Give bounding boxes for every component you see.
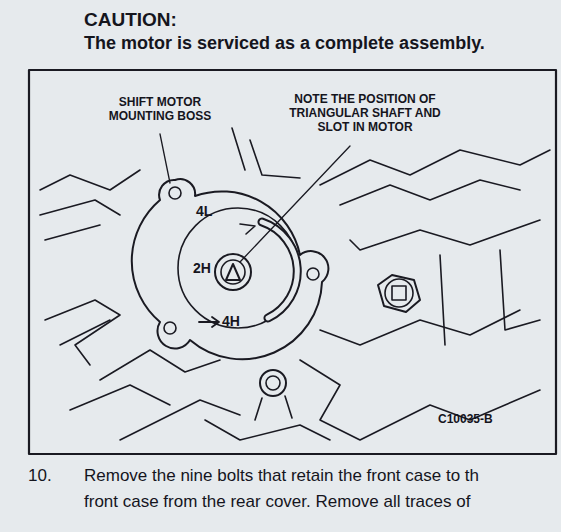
caution-heading: CAUTION: [84, 9, 177, 31]
position-mark: 4L [196, 203, 212, 219]
step-text: front case from the rear cover. Remove a… [84, 492, 470, 512]
figure-number: C10035-B [438, 412, 493, 426]
caution-text: The motor is serviced as a complete asse… [84, 33, 485, 54]
part-label: SHIFT MOTOR MOUNTING BOSS [100, 96, 220, 124]
leader-line [240, 146, 350, 262]
shift-motor-mounting-boss [132, 179, 329, 359]
drain-plug [378, 275, 420, 312]
note-label: NOTE THE POSITION OF TRIANGULAR SHAFT AN… [272, 93, 458, 134]
position-mark: 4H [222, 313, 240, 329]
position-mark: 2H [193, 260, 211, 276]
figure-frame [29, 70, 556, 454]
triangular-shaft [226, 264, 240, 280]
step-text: Remove the nine bolts that retain the fr… [84, 466, 479, 486]
leader-line [160, 134, 170, 183]
step-number: 10. [28, 466, 52, 486]
